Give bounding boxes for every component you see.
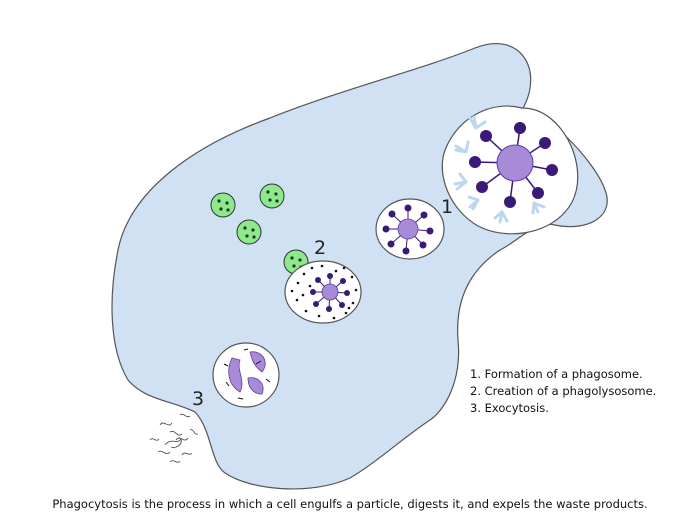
step-number-2: 2: [314, 237, 326, 259]
pathogen-large: [469, 122, 558, 208]
legend-item-3: 3. Exocytosis.: [470, 401, 549, 415]
phagosome: [375, 198, 445, 260]
lysosome: [259, 183, 285, 209]
receptor-group: [453, 115, 546, 224]
receptor: [531, 201, 546, 215]
legend-item-2: 2. Creation of a phagolysosome.: [470, 384, 657, 398]
receptor: [493, 210, 509, 224]
caption: Phagocytosis is the process in which a c…: [52, 497, 648, 511]
step-number-3: 3: [192, 388, 204, 410]
phagolysosome: [284, 260, 362, 324]
legend-item-1: 1. Formation of a phagosome.: [470, 367, 643, 381]
step-number-1: 1: [441, 196, 453, 218]
receptor: [467, 195, 480, 211]
receptor: [468, 115, 487, 130]
residual-body: [212, 342, 280, 408]
receptor: [454, 140, 470, 154]
receptor: [453, 172, 468, 191]
lysosome: [236, 219, 262, 245]
lysosome: [210, 192, 236, 218]
exocytosis-debris: [149, 413, 199, 463]
legend: 1. Formation of a phagosome. 2. Creation…: [470, 366, 656, 417]
